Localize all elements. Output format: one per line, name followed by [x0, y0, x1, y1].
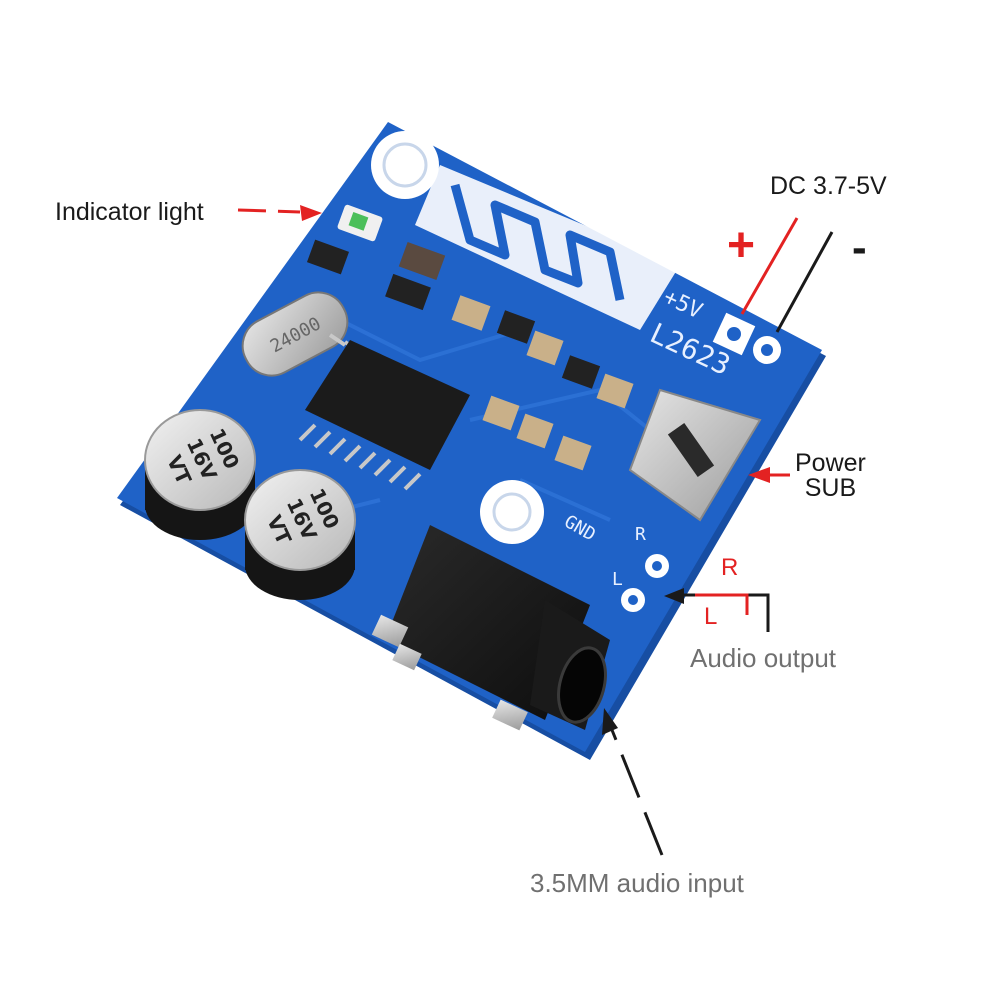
micro-usb-port	[628, 388, 762, 522]
indicator-light-label: Indicator light	[55, 198, 204, 226]
callout-arrows	[237, 205, 834, 856]
mounting-hole-middle	[480, 480, 544, 544]
capacitor-right: 100 16V VT	[244, 469, 356, 600]
right-channel-label: R	[721, 554, 739, 581]
audio-output-pads	[621, 554, 669, 612]
crystal-oscillator: 24000	[241, 291, 349, 377]
smd-components	[306, 239, 634, 471]
power-sub-label: Power SUB	[795, 451, 866, 501]
power-label-line2: SUB	[804, 474, 857, 502]
negative-terminal-label: -	[852, 223, 867, 272]
bluetooth-antenna	[415, 165, 680, 330]
power-label-line1: Power	[795, 449, 866, 477]
indicator-led	[337, 204, 383, 242]
audio-input-label: 3.5MM audio input	[530, 868, 744, 898]
capacitor-left: 100 16V VT	[144, 409, 256, 540]
audio-output-label: Audio output	[690, 643, 837, 673]
silk-l: L	[612, 569, 623, 590]
positive-terminal-label: +	[727, 219, 756, 272]
audio-jack-3-5mm	[371, 525, 610, 731]
dc-voltage-label: DC 3.7-5V	[770, 172, 887, 200]
power-pads	[712, 312, 781, 364]
silk-r: R	[635, 524, 646, 545]
mounting-hole-top	[371, 131, 439, 199]
left-channel-label: L	[704, 603, 718, 630]
main-ic-chip	[298, 333, 470, 491]
